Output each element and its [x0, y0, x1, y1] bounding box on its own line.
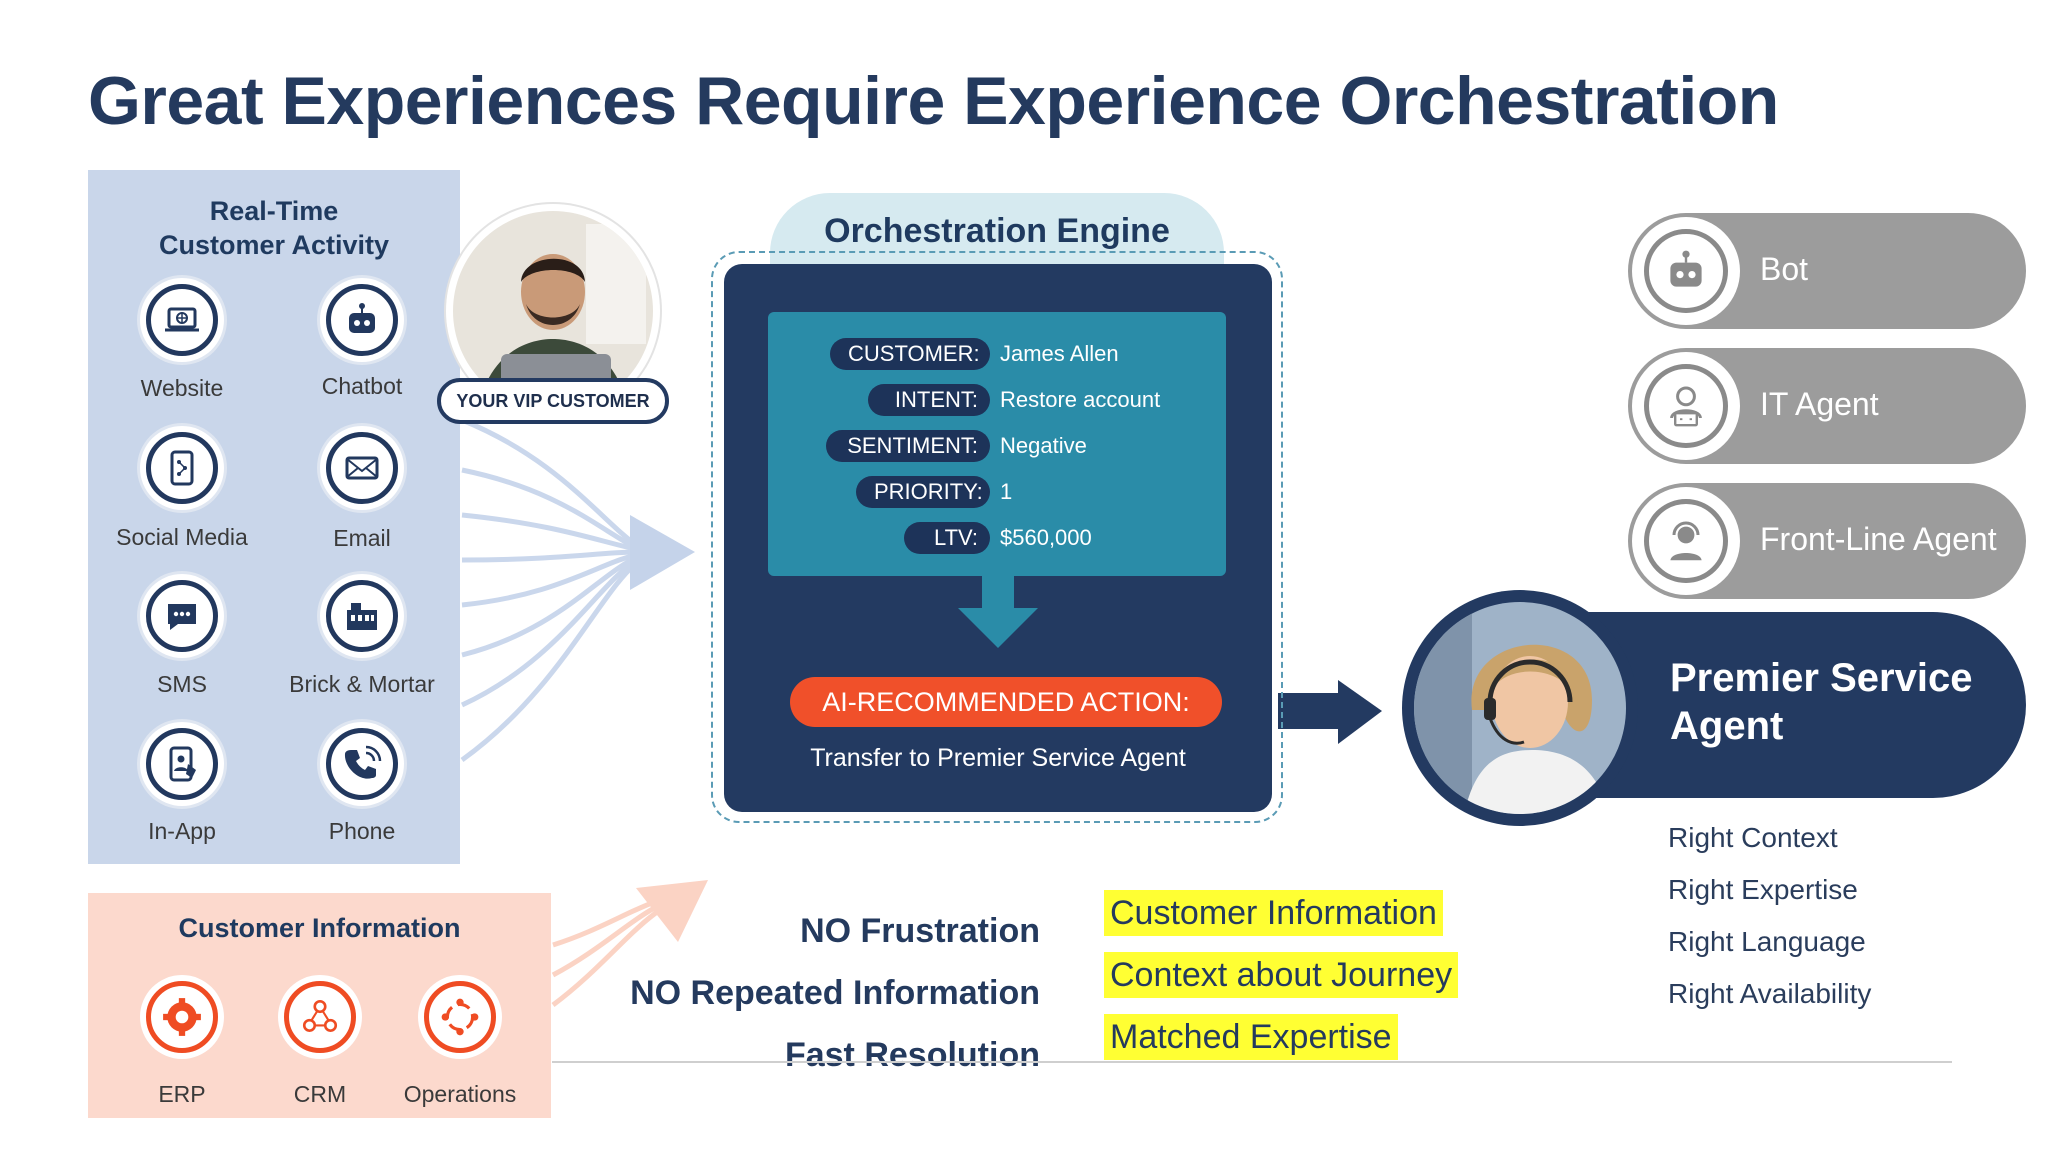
gear-icon — [163, 998, 201, 1036]
phone-label: Phone — [328, 818, 396, 844]
brick-mortar-channel — [320, 574, 404, 658]
email-channel — [320, 426, 404, 510]
right-context-item: Right Context — [1668, 822, 1838, 853]
premier-service-agent-title: Premier Service Agent — [1670, 654, 1972, 750]
intent-value: Restore account — [1000, 387, 1161, 412]
highlight-customer-information: Customer Information — [1104, 890, 1443, 936]
agent-avatar-icon — [1414, 602, 1626, 814]
chatbot-channel — [320, 278, 404, 362]
website-label: Website — [140, 375, 224, 401]
highlight-context-about-journey: Context about Journey — [1104, 952, 1459, 998]
it-agent-route-label: IT Agent — [1760, 386, 1879, 422]
phone-channel — [320, 722, 404, 806]
realtime-activity-panel: Real-Time Customer Activity Website Chat… — [88, 170, 460, 864]
envelope-icon — [345, 456, 379, 480]
ltv-key: LTV: — [904, 522, 990, 554]
activity-heading-line2: Customer Activity — [158, 230, 390, 260]
mobile-app-icon — [169, 746, 196, 782]
in-app-label: In-App — [148, 818, 216, 844]
robot-icon — [349, 303, 375, 333]
robot-icon — [1670, 250, 1702, 287]
ltv-value: $560,000 — [1000, 525, 1092, 550]
activity-heading-line1: Real-Time — [209, 196, 339, 226]
sms-label: SMS — [157, 671, 207, 697]
page-title: Great Experiences Require Experience Orc… — [88, 63, 1779, 139]
phone-icon — [344, 745, 382, 779]
premier-agent-photo — [1402, 590, 1638, 826]
cycle-icon — [441, 998, 479, 1036]
people-network-icon — [302, 999, 338, 1032]
it-agent-route-circle — [1632, 352, 1740, 460]
operations-label: Operations — [403, 1081, 517, 1107]
priority-value: 1 — [1000, 479, 1013, 504]
sms-channel — [140, 574, 224, 658]
front-line-agent-route-circle — [1632, 487, 1740, 595]
chat-bubble-icon — [168, 604, 196, 630]
operations-source — [418, 975, 502, 1059]
customer-key: CUSTOMER: — [830, 338, 990, 370]
highlight-matched-expertise: Matched Expertise — [1104, 1014, 1398, 1060]
divider-line — [552, 1061, 1952, 1063]
phone-network-icon — [170, 450, 194, 486]
right-availability-item: Right Availability — [1668, 978, 1872, 1009]
erp-label: ERP — [158, 1081, 206, 1107]
intent-key: INTENT: — [868, 384, 990, 416]
customer-data-card: CUSTOMER: James Allen INTENT: Restore ac… — [768, 312, 1226, 576]
customer-value: James Allen — [1000, 341, 1119, 366]
engine-dashed-border — [711, 251, 1283, 823]
right-expertise-item: Right Expertise — [1668, 874, 1858, 905]
headset-agent-icon — [1670, 521, 1702, 561]
bot-route-label: Bot — [1760, 251, 1809, 287]
website-channel — [140, 278, 224, 362]
laptop-globe-icon — [165, 307, 199, 332]
outcome-fast-resolution: Fast Resolution — [784, 1036, 1040, 1074]
email-label: Email — [333, 525, 391, 551]
premier-title-line1: Premier Service — [1670, 656, 1973, 700]
outcome-no-repeated-information: NO Repeated Information — [630, 974, 1040, 1012]
customer-info-panel: Customer Information ERP CRM Operations — [88, 893, 551, 1118]
front-line-agent-route-label: Front-Line Agent — [1760, 521, 1997, 557]
erp-source — [140, 975, 224, 1059]
engine-title: Orchestration Engine — [824, 212, 1170, 250]
social-media-channel — [140, 426, 224, 510]
right-language-item: Right Language — [1668, 926, 1866, 957]
crm-label: CRM — [293, 1081, 347, 1107]
down-arrow-icon — [958, 576, 1038, 648]
priority-key: PRIORITY: — [856, 476, 990, 508]
storefront-icon — [347, 603, 377, 630]
bot-route-circle — [1632, 217, 1740, 325]
outcome-no-frustration: NO Frustration — [800, 912, 1040, 950]
in-app-channel — [140, 722, 224, 806]
activity-heading: Real-Time Customer Activity — [88, 194, 460, 262]
ai-recommended-action-badge: AI-RECOMMENDED ACTION: — [790, 677, 1222, 727]
sentiment-key: SENTIMENT: — [826, 430, 990, 462]
brick-mortar-label: Brick & Mortar — [289, 671, 435, 697]
vip-customer-badge: YOUR VIP CUSTOMER — [437, 378, 669, 424]
it-agent-icon — [1670, 386, 1702, 427]
recommended-action-text: Transfer to Premier Service Agent — [810, 744, 1186, 772]
chatbot-label: Chatbot — [321, 373, 403, 399]
social-media-label: Social Media — [116, 524, 248, 550]
crm-source — [278, 975, 362, 1059]
info-heading: Customer Information — [178, 913, 461, 943]
sentiment-value: Negative — [1000, 433, 1087, 458]
premier-title-line2: Agent — [1670, 704, 1784, 748]
